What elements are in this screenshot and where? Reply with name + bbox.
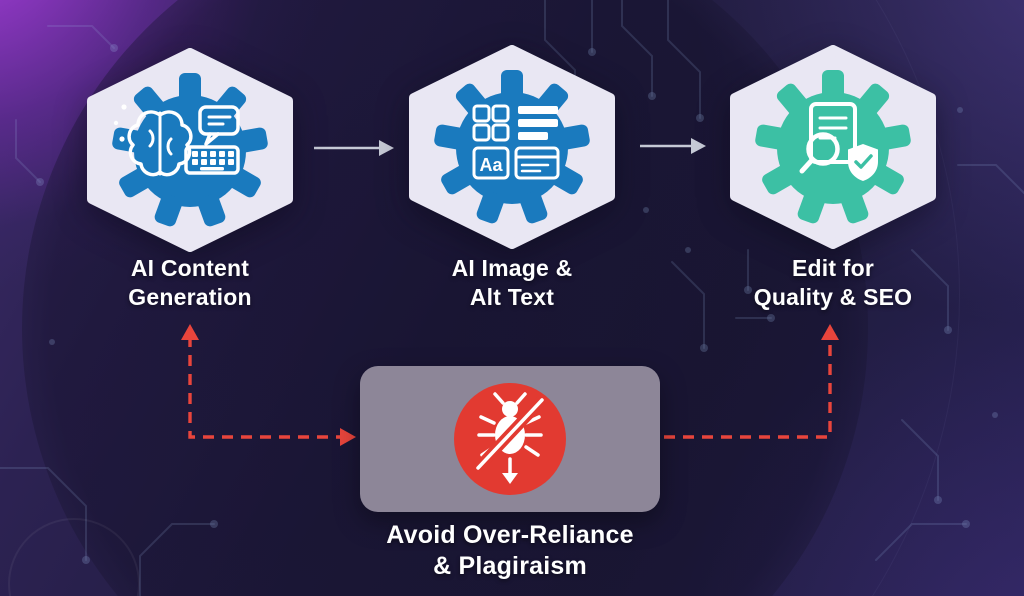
step-node-ai-content-generation bbox=[84, 45, 296, 257]
image-grid-alt-text-icon: Aa bbox=[472, 104, 560, 180]
aa-text: Aa bbox=[479, 155, 503, 175]
document-search-shield-icon bbox=[799, 102, 878, 181]
label-line: & Plagiraism bbox=[433, 552, 587, 580]
warning-box bbox=[360, 366, 660, 512]
step-label-edit-quality-seo: Edit for Quality & SEO bbox=[713, 254, 953, 312]
step-node-ai-image-alt-text: Aa bbox=[406, 42, 618, 254]
label-line: Edit for bbox=[791, 255, 875, 281]
label-line: Quality & SEO bbox=[753, 284, 913, 310]
no-bug-icon bbox=[454, 383, 566, 495]
step-label-ai-image-alt-text: AI Image & Alt Text bbox=[392, 254, 632, 312]
label-line: AI Content bbox=[130, 255, 250, 281]
step-node-edit-quality-seo bbox=[727, 42, 939, 254]
warning-label: Avoid Over-Reliance & Plagiraism bbox=[335, 520, 685, 582]
brain-chat-keyboard-icon bbox=[113, 104, 240, 177]
label-line: Generation bbox=[128, 284, 252, 310]
label-line: Alt Text bbox=[469, 284, 555, 310]
label-line: AI Image & bbox=[451, 255, 573, 281]
background-ring bbox=[0, 0, 960, 596]
label-line: Avoid Over-Reliance bbox=[386, 521, 634, 549]
step-label-ai-content-generation: AI Content Generation bbox=[70, 254, 310, 312]
